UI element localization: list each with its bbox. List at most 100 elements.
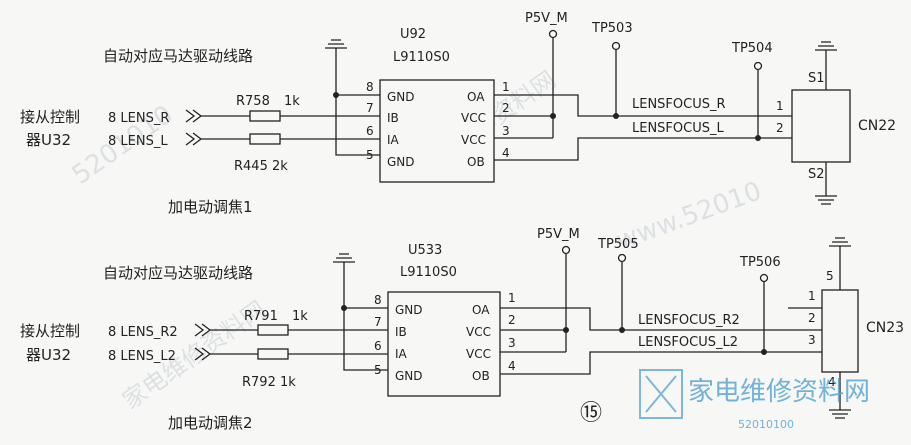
connector-pin: 2 [776,121,784,135]
test-point-icon [617,253,627,263]
source-label-line2: 器U32 [26,346,71,364]
pin-number: 5 [366,148,374,162]
source-label-line1: 接从控制 [20,108,80,126]
pin-number: 6 [374,339,382,353]
pin-name: GND [395,303,423,317]
source-label-line2: 器U32 [26,131,71,149]
resistor-label: R792 1k [242,375,296,390]
net-label: LENSFOCUS_R [632,97,726,112]
pin-name: IB [387,111,399,125]
pin-number: 8 [366,80,374,94]
power-net-label: P5V_M [537,227,580,242]
circuit-title: 自动对应马达驱动线路 [103,47,253,65]
pin-name: IA [387,133,400,147]
resistor-icon [257,348,289,360]
connector-reference: CN22 [858,118,896,134]
resistor-label: R445 2k [234,159,288,174]
connector-shield-label: S2 [808,167,825,182]
resistor-icon [249,110,281,122]
test-point-icon [611,41,621,51]
circuit-caption: 加电动调焦2 [168,414,253,432]
connector-pin: 1 [808,289,816,303]
ground-icon [325,39,347,55]
pin-number: 8 [374,293,382,307]
connector-pin: 1 [776,99,784,113]
input-net-l: 8 LENS_L2 [108,349,176,364]
pin-name: VCC [466,347,491,361]
pin-name: OA [467,90,485,104]
test-point-label: TP506 [739,255,781,270]
pin-name: OA [472,303,490,317]
pin-number: 5 [374,363,382,377]
ic-part-number: L9110S0 [393,50,450,65]
resistor-value: 1k [292,309,308,324]
net-label: LENSFOCUS_L [632,121,724,136]
brand-logo-icon [639,369,683,419]
pin-number: 1 [502,80,510,94]
pin-name: VCC [461,133,486,147]
off-page-connector-icon [185,109,203,123]
resistor-value: 1k [284,94,300,109]
circuit-title: 自动对应马达驱动线路 [103,264,253,282]
connector-body [821,289,859,373]
brand-watermark: 家电维修资料网 52010100 [639,369,870,431]
ground-icon [333,253,355,270]
connector-reference: CN23 [866,320,904,336]
ground-icon [829,237,851,247]
resistor-icon [257,324,289,336]
net-label: LENSFOCUS_L2 [638,335,738,350]
ground-icon [829,409,851,419]
ground-icon [815,195,837,205]
resistor-label: R791 [244,309,278,324]
pin-number: 7 [366,101,374,115]
pin-number: 2 [502,101,510,115]
pin-number: 4 [508,359,516,373]
ic-reference: U92 [400,27,426,42]
pin-number: 7 [374,315,382,329]
power-terminal-icon [548,29,558,39]
pin-number: 3 [508,336,516,350]
test-point-label: TP504 [731,41,773,56]
power-terminal-icon [561,245,571,255]
test-point-label: TP505 [597,237,639,252]
connector-body [791,89,851,163]
motor-driver-circuit-1: 自动对应马达驱动线路 接从控制 器U32 8 LENS_R 8 LENS_L R… [20,11,896,216]
test-point-icon [753,61,763,71]
connector-pin: 5 [826,269,834,283]
input-net-l: 8 LENS_L [108,134,168,149]
connector-shield-label: S1 [808,71,825,86]
motor-driver-circuit-2: 自动对应马达驱动线路 接从控制 器U32 8 LENS_R2 8 LENS_L2… [20,227,904,432]
ic-reference: U533 [408,243,442,258]
test-point-icon [759,273,769,283]
pin-name: VCC [461,111,486,125]
connector-pin: 2 [808,311,816,325]
pin-number: 1 [508,291,516,305]
pin-name: IB [395,325,407,339]
test-point-label: TP503 [591,21,633,36]
input-net-r: 8 LENS_R2 [108,325,178,340]
brand-name: 家电维修资料网 [688,377,870,407]
brand-url: 52010100 [738,418,794,431]
net-label: LENSFOCUS_R2 [638,313,740,328]
ic-body [387,291,501,397]
pin-name: GND [387,155,415,169]
input-net-r: 8 LENS_R [108,111,169,126]
pin-name: GND [387,90,415,104]
ic-part-number: L9110S0 [400,265,457,280]
connector-pin: 3 [808,333,816,347]
figure-number: ⑮ [580,401,602,426]
ic-body [379,79,495,183]
resistor-label: R758 [236,94,270,109]
circuit-caption: 加电动调焦1 [168,198,253,216]
connector-pin: 4 [828,375,836,389]
resistor-icon [249,133,281,145]
pin-number: 3 [502,124,510,138]
pin-name: OB [472,369,490,383]
pin-name: GND [395,369,423,383]
source-label-line1: 接从控制 [20,322,80,340]
pin-number: 4 [502,146,510,160]
pin-name: IA [395,347,408,361]
pin-number: 2 [508,313,516,327]
pin-number: 6 [366,124,374,138]
